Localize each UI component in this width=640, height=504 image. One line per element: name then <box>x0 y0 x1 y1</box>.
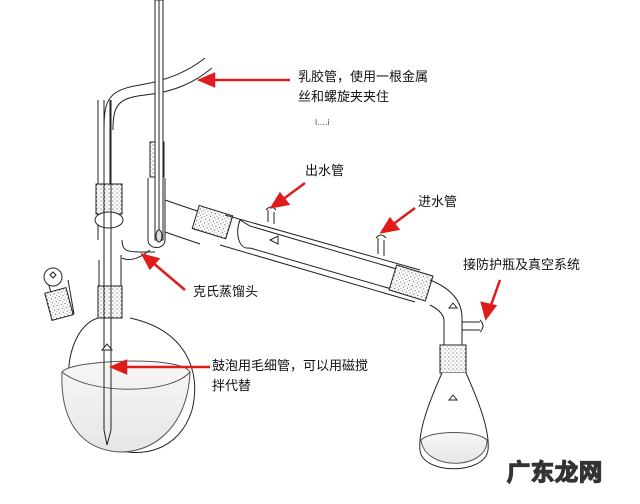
watermark: 广东龙网 <box>506 459 603 486</box>
arrow-vacuum-head <box>480 301 498 321</box>
label-water-inlet: 进水管 <box>418 195 458 210</box>
center-neck-joint <box>97 285 123 319</box>
arrow-water-inlet <box>391 206 416 227</box>
annotation-arrows <box>108 72 502 375</box>
round-bottom-flask <box>61 317 196 453</box>
arrow-vacuum <box>488 279 502 309</box>
arrow-water-inlet-head <box>379 216 401 234</box>
label-water-outlet: 出水管 <box>305 164 345 179</box>
arrow-water-outlet-head <box>269 191 291 209</box>
label-rubber-tube-line2: 丝和螺旋夹夹住 <box>298 90 390 105</box>
arrow-water-outlet <box>281 181 306 202</box>
arrow-claisen-head <box>140 253 161 271</box>
thermometer <box>154 0 164 243</box>
label-rubber-tube-line1: 乳胶管，使用一根金属 <box>298 70 429 85</box>
arrow-rubber-tube-head <box>196 72 216 88</box>
label-capillary-line2: 拌代替 <box>212 379 252 394</box>
vacuum-adapter <box>388 264 484 345</box>
small-mark: l....i <box>315 118 330 127</box>
rubber-tube <box>103 57 213 131</box>
capillary-tube <box>100 100 114 446</box>
label-capillary-line1: 鼓泡用毛细管，可以用磁搅 <box>212 359 369 374</box>
flask-side-neck <box>43 267 75 321</box>
label-claisen-head: 克氏蒸馏头 <box>193 285 259 300</box>
arrow-claisen <box>151 261 186 291</box>
arrow-capillary-head <box>108 359 128 375</box>
label-vacuum-connection: 接防护瓶及真空系统 <box>463 258 581 273</box>
receiving-flask <box>419 344 489 470</box>
